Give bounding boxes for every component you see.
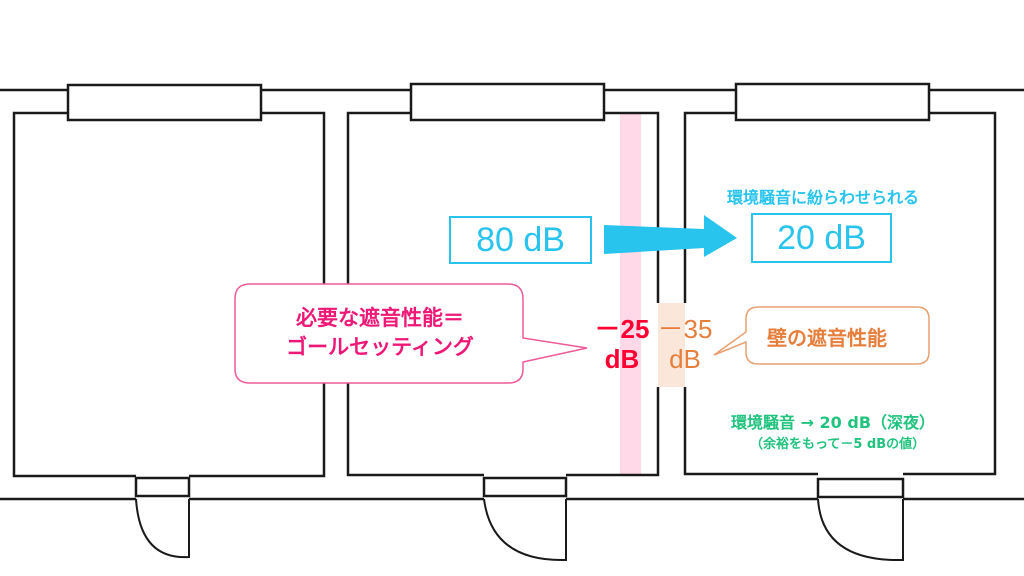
ambient-note-line2: （余裕をもって－5 dBの値） [750,437,926,452]
wall-attenuation-band [658,303,685,387]
sound-transmission-arrow [604,215,737,257]
ambient-note-line1: 環境騒音 → 20 dB（深夜） [731,413,936,432]
wall-attenuation-label: －35 dB [650,314,720,374]
door-frame-2 [482,476,568,498]
goal-callout-bubble [234,283,588,384]
room-3-wall [683,111,736,303]
goal-callout-line2: ゴールセッティング [286,335,474,359]
goal-callout-line1: 必要な遮音性能＝ [296,306,464,330]
window-1 [66,83,263,122]
required-attenuation-value: －25 [594,314,650,344]
required-attenuation-label: －25 dB [587,314,657,374]
door-swing-2 [483,498,567,562]
required-attenuation-band [620,114,641,476]
door-swing-3 [817,498,904,562]
source-level-value: 80 dB [476,220,565,259]
door-frame-1 [134,476,191,498]
wall-callout-text: 壁の遮音性能 [767,326,887,350]
room-1-wall [12,111,136,478]
window-3 [734,82,931,122]
door-frame-3 [816,477,905,499]
wall-callout-bubble [713,306,930,365]
required-attenuation-unit: dB [604,344,640,374]
target-level-box: 20 dB [751,213,892,263]
source-level-box: 80 dB [449,216,592,264]
target-note: 環境騒音に紛らわせられる [727,188,920,207]
window-2 [409,82,606,122]
door-swing-1 [135,498,190,559]
wall-attenuation-unit: dB [669,344,701,374]
wall-attenuation-value: －35 [657,314,713,344]
target-level-value: 20 dB [777,218,866,257]
goal-callout-text: 必要な遮音性能＝ ゴールセッティング [240,304,520,362]
